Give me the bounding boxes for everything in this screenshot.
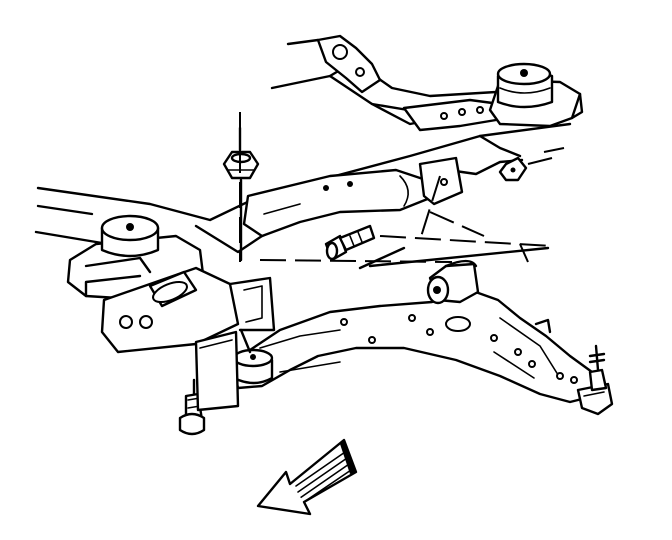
rear-bracket-bolt [324,224,376,262]
body-mount-rear [488,62,584,128]
front-frame-bracket [100,266,276,354]
lower-control-arm [230,288,596,404]
frame-crossmember [34,122,572,254]
alignment-lines [239,112,565,270]
direction-arrow [256,438,358,516]
rear-bracket-nut [498,156,528,182]
frame-rail-rear [270,34,522,132]
control-arm-bushing [426,259,480,305]
ball-joint [556,344,614,416]
vertical-bolt-bracket [194,330,240,412]
